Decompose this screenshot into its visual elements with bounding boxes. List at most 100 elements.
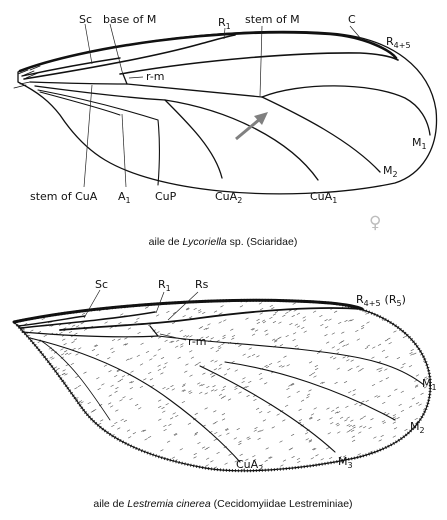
wing2-hair xyxy=(287,395,291,398)
wing2-hair xyxy=(205,336,209,339)
wing2-hair xyxy=(313,407,317,410)
wing2-hair xyxy=(384,461,388,464)
wing2-hair xyxy=(231,337,235,340)
wing2-hair xyxy=(407,322,411,325)
wing2-hair xyxy=(346,424,350,427)
wing2-hair xyxy=(115,409,119,412)
wing2-hair xyxy=(25,382,30,385)
wing2-hair xyxy=(314,364,318,368)
wing1-label-cup: CuP xyxy=(155,190,177,203)
wing2-hair xyxy=(276,413,280,416)
wing2-hair xyxy=(347,368,351,372)
wing1-vein-m1 xyxy=(261,85,431,136)
wing2-hair xyxy=(63,350,68,353)
wing2-hair xyxy=(25,379,29,383)
wing2-hair xyxy=(396,357,401,360)
wing2-hair xyxy=(104,321,108,324)
wing2-hair xyxy=(218,321,222,324)
wing2-hair xyxy=(351,439,356,442)
wing2-hair xyxy=(410,451,414,454)
wing2-hair xyxy=(423,386,428,389)
wing2-hair xyxy=(122,446,126,449)
wing2-hair xyxy=(108,394,112,397)
wing2-hair xyxy=(190,356,195,359)
wing2-hair xyxy=(423,408,427,411)
wing2-hair xyxy=(67,306,71,309)
wing2-hair xyxy=(308,374,313,377)
wing2-hair xyxy=(302,316,306,319)
wing2-hair xyxy=(116,370,120,373)
wing2-hair xyxy=(96,432,101,435)
wing2-hair xyxy=(431,335,434,337)
wing2-hair xyxy=(26,400,30,403)
wing2-label-r1: R1 xyxy=(158,278,171,293)
wing2-hair xyxy=(201,446,206,449)
wing2-hair xyxy=(236,427,240,431)
wing2-hair xyxy=(94,344,99,347)
wing2-hair xyxy=(209,372,214,375)
wing2-hair xyxy=(204,407,208,410)
wing2-hair xyxy=(158,466,163,469)
wing2-hair xyxy=(183,334,187,338)
wing2-hair xyxy=(56,456,60,459)
wing2-hair xyxy=(52,373,56,377)
wing2-hair xyxy=(378,439,382,442)
wing2-hair xyxy=(97,459,102,462)
wing2-hair xyxy=(18,355,23,358)
wing2-hair xyxy=(359,417,364,420)
wing2-hair xyxy=(98,404,103,407)
wing2-hair xyxy=(51,468,55,471)
wing2-hair xyxy=(248,380,252,384)
wing2-hair xyxy=(97,387,101,391)
wing2-hair xyxy=(348,424,352,427)
wing2-hair xyxy=(269,316,273,319)
wing2-hair xyxy=(366,321,370,324)
wing2-hair xyxy=(377,395,381,398)
wing2-hair xyxy=(158,405,162,408)
wing2-hair xyxy=(40,412,45,415)
wing2-hair xyxy=(362,426,367,429)
wing2-hair xyxy=(296,325,301,328)
wing2-hair xyxy=(21,347,25,350)
wing2-hair xyxy=(335,406,340,409)
wing2-hair xyxy=(51,425,56,428)
wing2-hair xyxy=(298,419,303,422)
wing2-hair xyxy=(277,360,281,363)
wing2-hair xyxy=(271,307,275,310)
wing2-hair xyxy=(222,395,226,398)
wing2-hair xyxy=(14,350,18,354)
wing2-hair xyxy=(136,354,140,357)
wing2-hair xyxy=(356,467,360,470)
wing2-hair xyxy=(114,461,118,464)
wing2-hair xyxy=(169,417,174,420)
wing2-hair xyxy=(419,444,423,447)
wing2-hair xyxy=(84,440,88,443)
wing2-hair xyxy=(172,412,176,415)
wing2-hair xyxy=(372,346,376,349)
wing2-hair xyxy=(258,302,263,305)
wing2-hair xyxy=(72,426,76,430)
wing2-hair xyxy=(130,370,134,373)
wing2-hair xyxy=(245,458,249,461)
wing2-hair xyxy=(342,344,346,347)
wing2-hair xyxy=(113,449,117,453)
wing2-hair xyxy=(158,336,162,339)
wing2-hair xyxy=(289,322,293,326)
wing2-hair xyxy=(311,447,316,451)
wing2-hair xyxy=(214,389,218,392)
wing2-hair xyxy=(30,329,34,332)
wing2-hair xyxy=(194,433,198,436)
wing2-hair xyxy=(177,356,181,359)
wing2-hair xyxy=(109,405,114,408)
wing2-hair xyxy=(75,397,79,400)
wing2-hair xyxy=(414,385,419,388)
wing2-hair xyxy=(313,375,317,378)
wing2-hair xyxy=(414,443,419,446)
wing2-vein-m3 xyxy=(199,365,336,453)
wing2-hair xyxy=(92,463,96,466)
wing2-hair xyxy=(392,416,396,419)
wing2-hair xyxy=(189,391,193,395)
wing2-hair xyxy=(83,297,86,299)
female-symbol: ♀ xyxy=(369,213,381,233)
wing2-hair xyxy=(256,321,260,325)
